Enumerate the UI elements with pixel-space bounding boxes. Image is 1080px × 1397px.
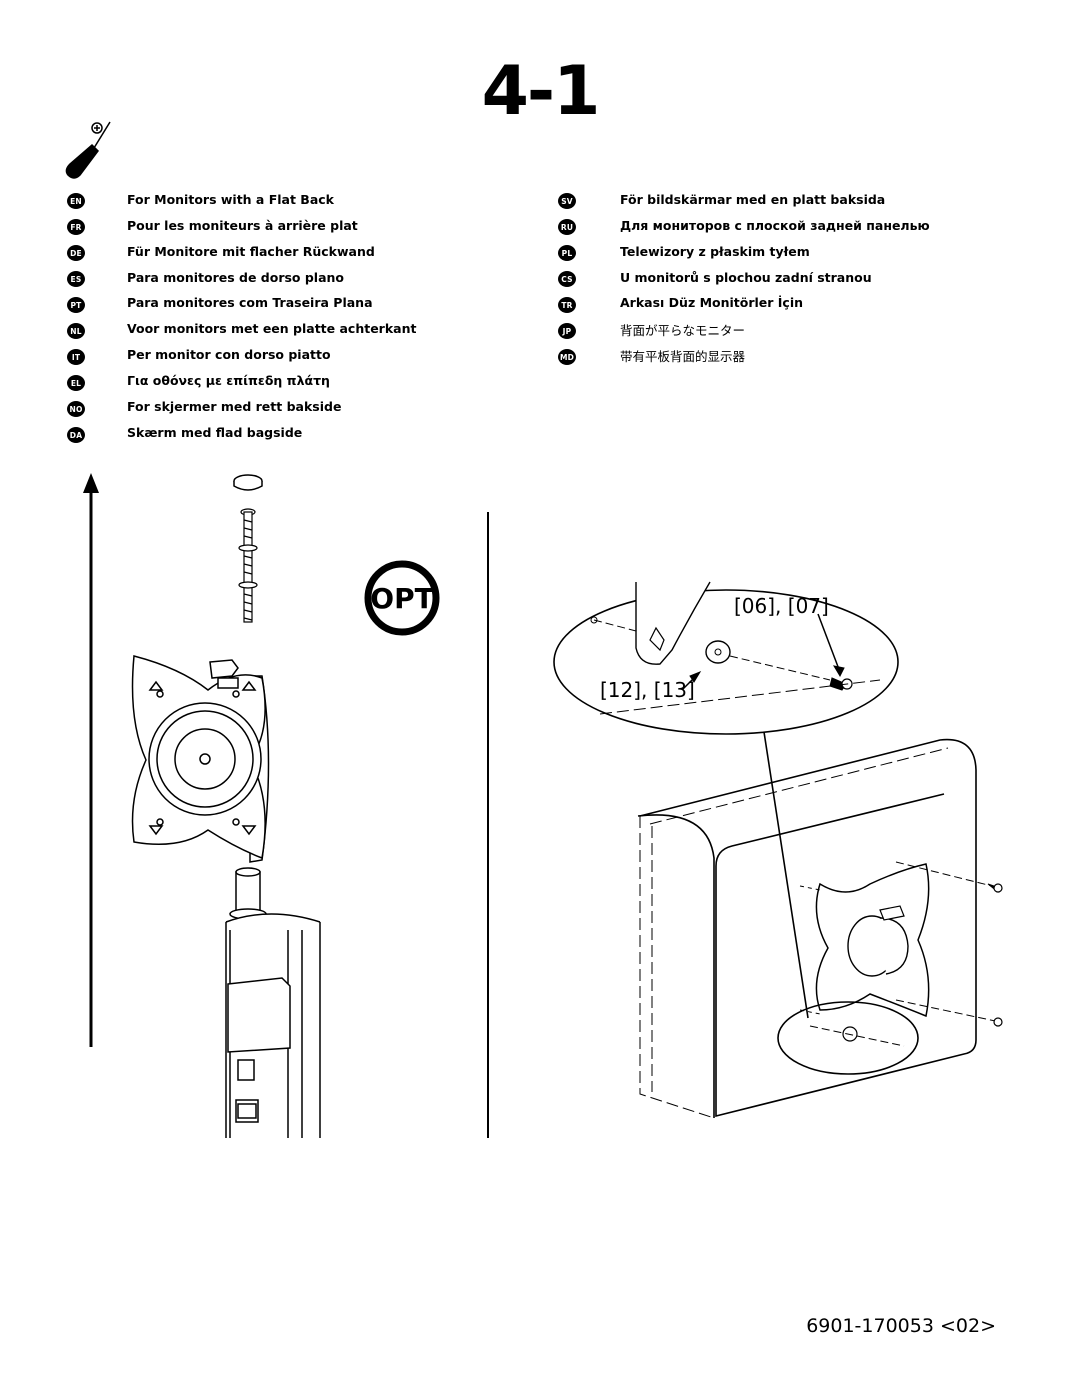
nut-part (233, 474, 263, 491)
lang-badge-it: IT (67, 347, 85, 367)
lang-text-fr: Pour les moniteurs à arrière plat (127, 218, 358, 233)
lang-text-en: For Monitors with a Flat Back (127, 192, 334, 207)
lang-text-el: Για οθόνες με επίπεδη πλάτη (127, 373, 330, 388)
monitor-back (637, 738, 1003, 1119)
step-number: 4-1 (481, 52, 601, 131)
opt-label: OPT (370, 582, 433, 615)
lang-text-it: Per monitor con dorso piatto (127, 347, 331, 362)
lang-text-de: Für Monitore mit flacher Rückwand (127, 244, 375, 259)
footer-code: 6901-170053 <02> (806, 1315, 996, 1337)
lang-text-cs: U monitorů s plochou zadní stranou (620, 270, 872, 285)
opt-badge: OPT (364, 560, 440, 636)
screwdriver-icon (65, 121, 111, 179)
lang-text-pl: Telewizory z płaskim tyłem (620, 244, 810, 259)
lang-text-pt: Para monitores com Traseira Plana (127, 295, 373, 310)
callout-lower: [12], [13] (600, 678, 695, 702)
lang-badge-tr: TR (558, 295, 576, 315)
lang-badge-jp: JP (558, 321, 576, 341)
lang-badge-en: EN (67, 191, 85, 211)
lang-badge-es: ES (67, 269, 85, 289)
long-bolt-part (238, 508, 258, 623)
pole-assembly (225, 867, 321, 1138)
lang-badge-cs: CS (558, 269, 576, 289)
leader-line (763, 731, 809, 1019)
lang-badge-ru: RU (558, 217, 576, 237)
zoom-detail (553, 581, 899, 735)
vesa-bracket (131, 655, 270, 863)
lang-text-jp: 背面が平らなモニター (620, 323, 746, 338)
lang-text-es: Para monitores de dorso plano (127, 270, 345, 285)
lang-text-da: Skærm med flad bagside (127, 425, 303, 440)
lang-text-tr: Arkası Düz Monitörler İçin (620, 295, 804, 310)
lang-badge-da: DA (67, 425, 85, 445)
lang-badge-el: EL (67, 373, 85, 393)
lang-badge-nl: NL (67, 321, 85, 341)
lang-badge-pl: PL (558, 243, 576, 263)
lang-text-md: 带有平板背面的显示器 (620, 349, 746, 364)
lang-badge-fr: FR (67, 217, 85, 237)
lang-text-ru: Для мониторов с плоской задней панелью (620, 218, 930, 233)
lang-badge-sv: SV (558, 191, 576, 211)
up-arrow-icon (83, 473, 99, 1047)
callout-upper: [06], [07] (734, 594, 829, 618)
lang-badge-de: DE (67, 243, 85, 263)
lang-text-sv: För bildskärmar med en platt baksida (620, 192, 886, 207)
lang-badge-no: NO (67, 399, 85, 419)
lang-badge-md: MD (558, 347, 576, 367)
lang-text-no: For skjermer med rett bakside (127, 399, 342, 414)
lang-text-nl: Voor monitors met een platte achterkant (127, 321, 417, 336)
lang-badge-pt: PT (67, 295, 85, 315)
